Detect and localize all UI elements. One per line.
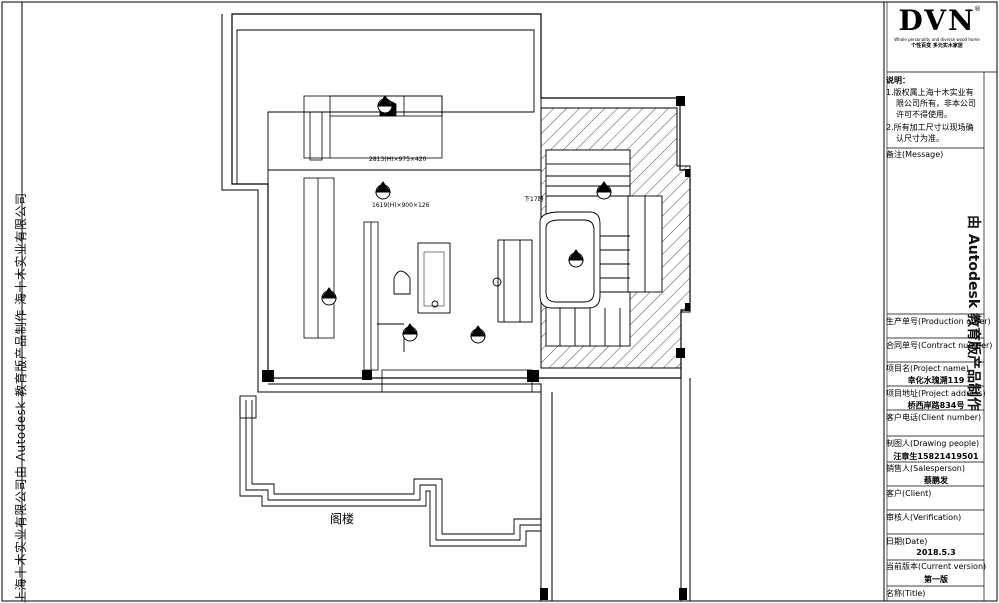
elevation-markers	[321, 95, 612, 344]
elevation-marker	[375, 181, 391, 200]
top-cabinets	[303, 95, 443, 161]
project-name-value: 幸化水瑰溯119	[907, 376, 965, 385]
note-line: 许可不得使用。	[896, 110, 952, 119]
logo-wordmark: DVN	[898, 4, 976, 37]
dimension-label: 2813(H)×975×420	[369, 156, 427, 163]
project-address-label: 项目地址(Project address)	[886, 389, 986, 398]
left-watermark: 上海十木实业有限公司由 Autodesk 教育版产品制作 海十木实业有限公司	[14, 192, 28, 603]
note-line: 1.版权属上海十木实业有	[886, 88, 974, 97]
elevation-marker	[596, 181, 612, 200]
date-value: 2018.5.3	[916, 548, 956, 557]
column-posts	[262, 96, 690, 600]
notes-title: 说明：	[886, 76, 910, 85]
title-label: 名称(Title)	[886, 589, 926, 598]
remarks-label: 备注(Message)	[886, 150, 944, 159]
salesperson-label: 销售人(Salesperson)	[886, 464, 965, 473]
salesperson-value: 蔡鹏发	[924, 476, 948, 485]
project-address-value: 桥西岸路834号	[907, 401, 965, 410]
contract-label: 合同单号(Contract number)	[886, 341, 993, 350]
left-cabinets	[303, 177, 533, 393]
drawing-people-value: 汪章生15821419501	[893, 452, 979, 461]
title-block-lines	[887, 71, 997, 601]
current-version-value: 第一版	[924, 575, 948, 584]
elevation-marker	[470, 325, 486, 344]
logo-tagline: Whole personality and diverse wood home	[894, 37, 980, 42]
drawing-people-label: 制图人(Drawing people)	[886, 439, 980, 448]
project-name-label: 项目名(Project name)	[886, 364, 969, 373]
client-phone-label: 客户电话(Client number)	[886, 413, 982, 422]
note-line: 限公司所有，非本公司	[896, 99, 976, 108]
elevation-marker	[321, 287, 337, 306]
registered-mark-icon: ®	[974, 5, 981, 13]
note-line: 认尺寸为准。	[896, 134, 944, 143]
elevation-marker	[568, 249, 584, 268]
company-logo: DVN Whole personality and diverse wood h…	[890, 5, 984, 50]
client-label: 客户(Client)	[886, 489, 932, 498]
current-version-label: 当前版本(Current version)	[886, 562, 987, 571]
logo-subtitle: 个性百变 多元实木家居	[911, 43, 963, 49]
verification-label: 审核人(Verification)	[886, 513, 962, 522]
production-order-label: 生产单号(Production order)	[886, 317, 991, 326]
dimension-label: 1619(H)×900×126	[372, 202, 430, 209]
room-label: 阁楼	[330, 512, 355, 526]
furniture	[377, 239, 533, 352]
staircase	[539, 149, 663, 347]
stair-label: 下17踏	[524, 196, 544, 203]
note-line: 2.所有加工尺寸以现场确	[886, 123, 974, 132]
lower-walls	[540, 378, 691, 601]
elevation-marker	[402, 323, 418, 342]
date-label: 日期(Date)	[886, 537, 928, 546]
balcony-railing	[239, 395, 541, 547]
elevation-marker	[377, 95, 393, 114]
